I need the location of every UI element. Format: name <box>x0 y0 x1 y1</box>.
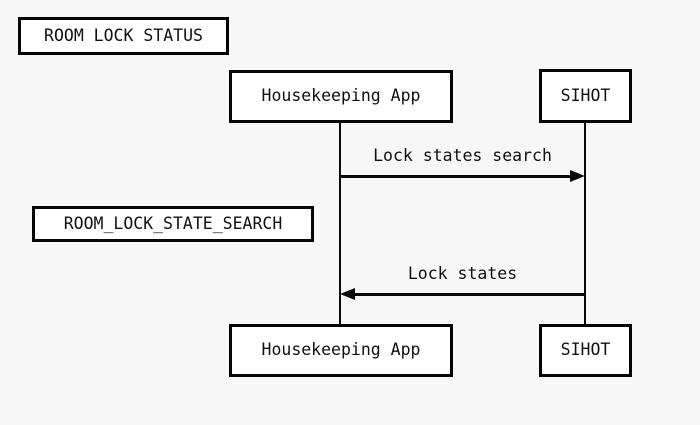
message-label: Lock states search <box>373 146 552 165</box>
diagram-title-label: ROOM LOCK STATUS <box>44 25 203 45</box>
participant-housekeeping-bottom[interactable]: Housekeeping App <box>229 324 453 377</box>
participant-label: Housekeeping App <box>261 86 421 106</box>
participant-label: Housekeeping App <box>261 340 421 360</box>
participant-label: SIHOT <box>560 85 611 105</box>
arrowhead-left-icon <box>340 288 355 300</box>
note-box-room-lock-state-search: ROOM_LOCK_STATE_SEARCH <box>32 206 314 242</box>
lifeline-housekeeping <box>339 122 341 325</box>
participant-label: SIHOT <box>560 340 611 360</box>
diagram-title-box: ROOM LOCK STATUS <box>18 17 229 55</box>
arrowhead-right-icon <box>570 170 585 182</box>
message-label: Lock states <box>407 264 518 283</box>
lifeline-sihot <box>584 122 586 325</box>
participant-housekeeping-top[interactable]: Housekeeping App <box>229 70 453 123</box>
participant-sihot-top[interactable]: SIHOT <box>539 69 632 123</box>
participant-sihot-bottom[interactable]: SIHOT <box>539 324 632 377</box>
message-line <box>340 175 571 178</box>
note-label: ROOM_LOCK_STATE_SEARCH <box>63 213 283 233</box>
message-line <box>354 293 585 296</box>
